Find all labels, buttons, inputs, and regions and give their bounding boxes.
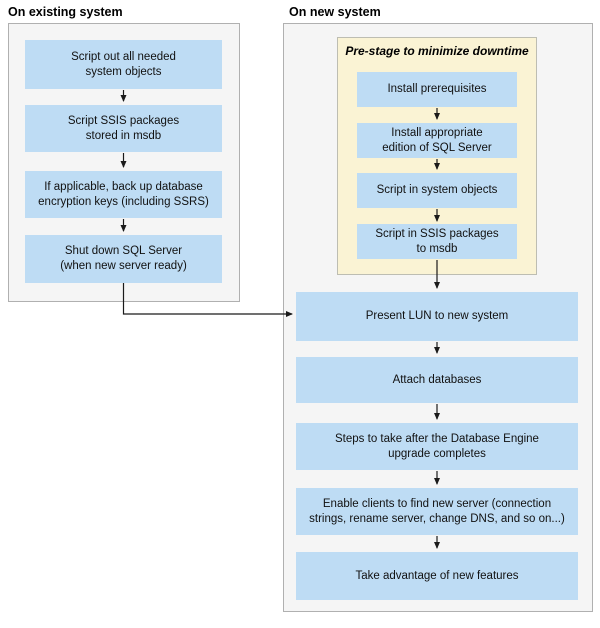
flow-step-shutdown-sql-server: Shut down SQL Server (when new server re… [25,235,222,283]
flow-step-script-in-system-objects: Script in system objects [357,173,517,208]
flow-step-backup-encryption-keys: If applicable, back up database encrypti… [25,171,222,218]
new-system-title: On new system [289,5,381,19]
flow-step-take-advantage: Take advantage of new features [296,552,578,600]
flow-step-script-out-system-objects: Script out all needed system objects [25,40,222,89]
existing-system-title: On existing system [8,5,123,19]
flow-step-install-prerequisites: Install prerequisites [357,72,517,107]
prestage-title: Pre-stage to minimize downtime [345,44,529,58]
flow-step-post-upgrade-steps: Steps to take after the Database Engine … [296,423,578,470]
flow-step-script-in-ssis-packages: Script in SSIS packages to msdb [357,224,517,259]
flow-step-enable-clients: Enable clients to find new server (conne… [296,488,578,535]
flow-step-present-lun: Present LUN to new system [296,292,578,341]
flow-step-script-ssis-packages: Script SSIS packages stored in msdb [25,105,222,152]
flow-step-install-sql-edition: Install appropriate edition of SQL Serve… [357,123,517,158]
flow-step-attach-databases: Attach databases [296,357,578,403]
